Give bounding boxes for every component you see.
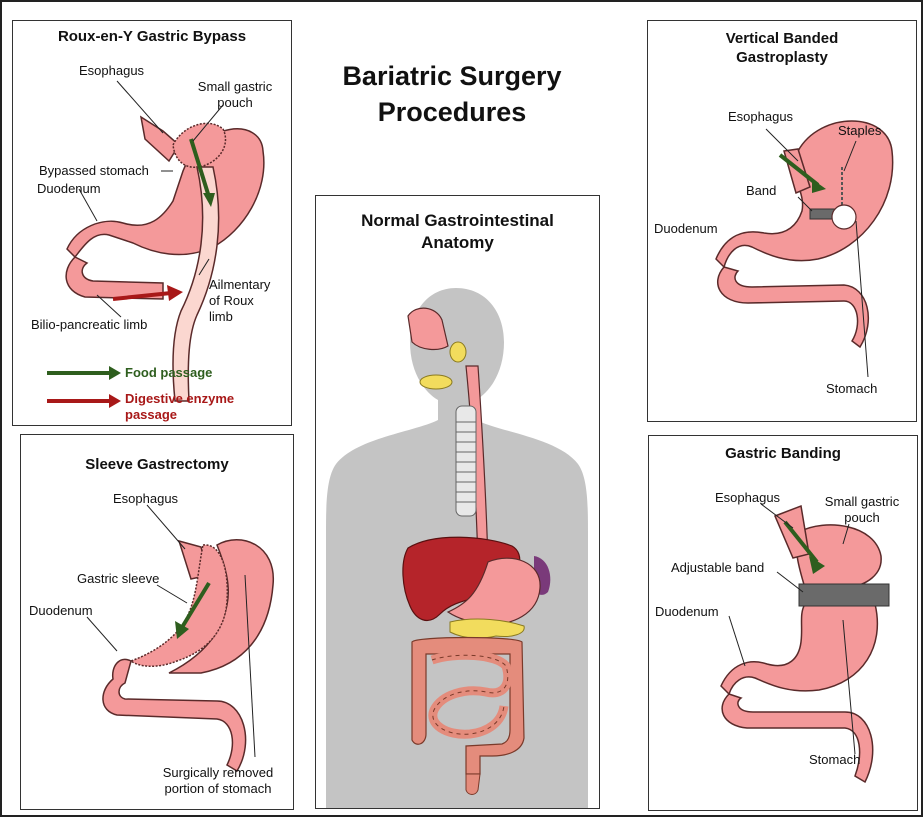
label-adjustable-band: Adjustable band — [671, 560, 764, 576]
normal-anatomy-title: Normal Gastrointestinal Anatomy — [316, 210, 599, 254]
normal-anatomy-illustration — [316, 196, 599, 808]
label-gastric-sleeve: Gastric sleeve — [77, 571, 159, 587]
legend-enzyme-passage: Digestive enzyme passage — [125, 391, 234, 423]
label-duodenum: Duodenum — [654, 221, 718, 237]
label-esophagus: Esophagus — [728, 109, 793, 125]
sleeve-panel: Sleeve Gastrectomy Esophagus Gastric sle… — [20, 434, 294, 810]
label-esophagus: Esophagus — [79, 63, 144, 79]
vbg-title: Vertical Banded Gastroplasty — [648, 29, 916, 67]
label-surgically-removed: Surgically removed portion of stomach — [149, 765, 287, 797]
roux-en-y-title: Roux-en-Y Gastric Bypass — [13, 27, 291, 46]
banding-illustration — [649, 436, 917, 810]
label-esophagus: Esophagus — [113, 491, 178, 507]
label-stomach: Stomach — [826, 381, 877, 397]
label-staples: Staples — [838, 123, 881, 139]
label-bypassed-stomach: Bypassed stomach — [39, 163, 149, 179]
label-esophagus: Esophagus — [715, 490, 780, 506]
banding-title: Gastric Banding — [649, 444, 917, 463]
main-title: Bariatric Surgery Procedures — [302, 58, 602, 130]
label-biliopancreatic-limb: Bilio-pancreatic limb — [31, 317, 147, 333]
label-duodenum: Duodenum — [29, 603, 93, 619]
label-band: Band — [746, 183, 776, 199]
label-small-gastric-pouch: Small gastric pouch — [817, 494, 907, 526]
legend-food-passage: Food passage — [125, 365, 212, 381]
label-small-gastric-pouch: Small gastric pouch — [193, 79, 277, 111]
sleeve-title: Sleeve Gastrectomy — [21, 455, 293, 474]
label-alimentary-limb: Ailmentary of Roux limb — [209, 277, 270, 325]
roux-en-y-panel: Roux-en-Y Gastric Bypass Esophagus Small… — [12, 20, 292, 426]
banding-panel: Gastric Banding Esophagus Small gastric … — [648, 435, 918, 811]
label-stomach: Stomach — [809, 752, 860, 768]
vbg-panel: Vertical Banded Gastroplasty Esophagus S… — [647, 20, 917, 422]
label-duodenum: Duodenum — [655, 604, 719, 620]
label-duodenum: Duodenum — [37, 181, 101, 197]
normal-anatomy-panel: Normal Gastrointestinal Anatomy — [315, 195, 600, 809]
